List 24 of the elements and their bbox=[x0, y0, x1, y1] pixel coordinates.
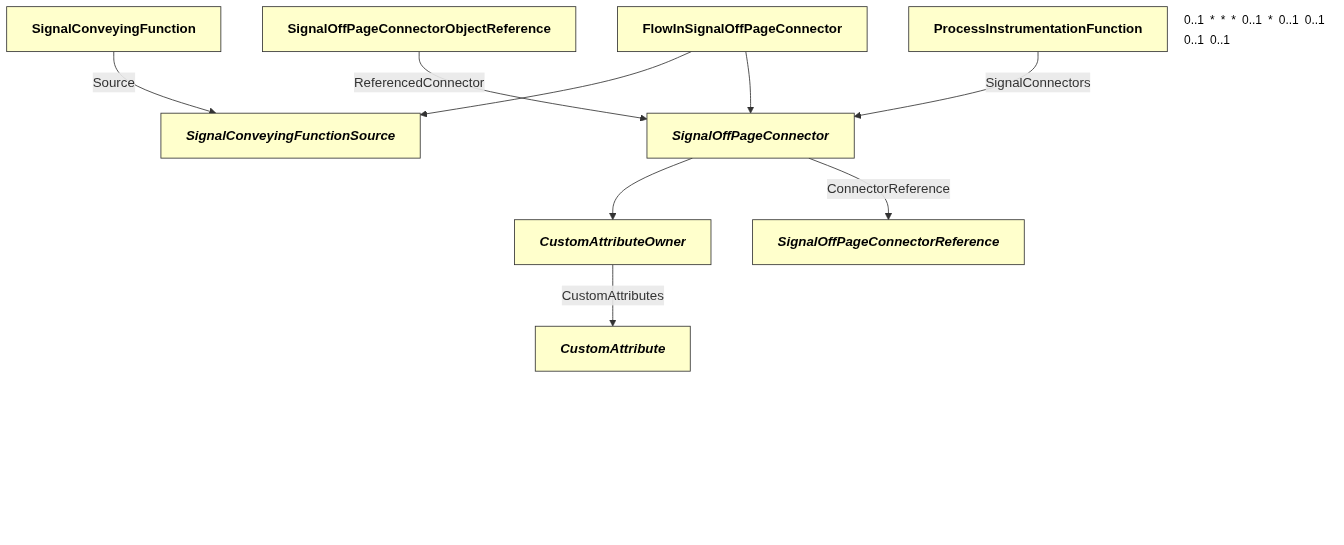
multiplicity-label: 0..1 bbox=[1184, 33, 1204, 47]
node-box: SignalConveyingFunctionSource bbox=[160, 112, 421, 159]
node-box: FlowInSignalOffPageConnector bbox=[617, 6, 868, 52]
multiplicity-label: * bbox=[1210, 13, 1215, 27]
node-box: CustomAttributeOwner bbox=[514, 219, 712, 266]
multiplicity-label: * bbox=[1220, 13, 1226, 27]
multiplicity-label: 0..1 bbox=[1210, 33, 1231, 47]
multiplicity-label: 0..1 bbox=[1278, 13, 1299, 27]
node-box: ProcessInstrumentationFunction bbox=[908, 6, 1168, 52]
multiplicity-label: * bbox=[1231, 13, 1237, 27]
node-box: SignalOffPageConnector bbox=[646, 112, 855, 159]
multiplicity-label: 0..1 bbox=[1304, 13, 1325, 27]
edge-label: SignalConnectors bbox=[985, 74, 1091, 90]
node-box: SignalOffPageConnectorReference bbox=[752, 219, 1025, 266]
node-box: SignalConveyingFunction bbox=[6, 6, 222, 52]
node-box: SignalOffPageConnectorObjectReference bbox=[262, 6, 577, 52]
edge-label: CustomAttributes bbox=[561, 287, 664, 303]
multiplicity-label: * bbox=[1268, 13, 1273, 27]
node-box: CustomAttribute bbox=[534, 325, 691, 372]
multiplicity-label: 0..1 bbox=[1184, 13, 1204, 27]
edge-label: ReferencedConnector bbox=[354, 74, 485, 90]
edge-label: ConnectorReference bbox=[826, 181, 950, 196]
multiplicity-label: 0..1 bbox=[1242, 13, 1263, 27]
edge-label: Source bbox=[92, 74, 135, 90]
